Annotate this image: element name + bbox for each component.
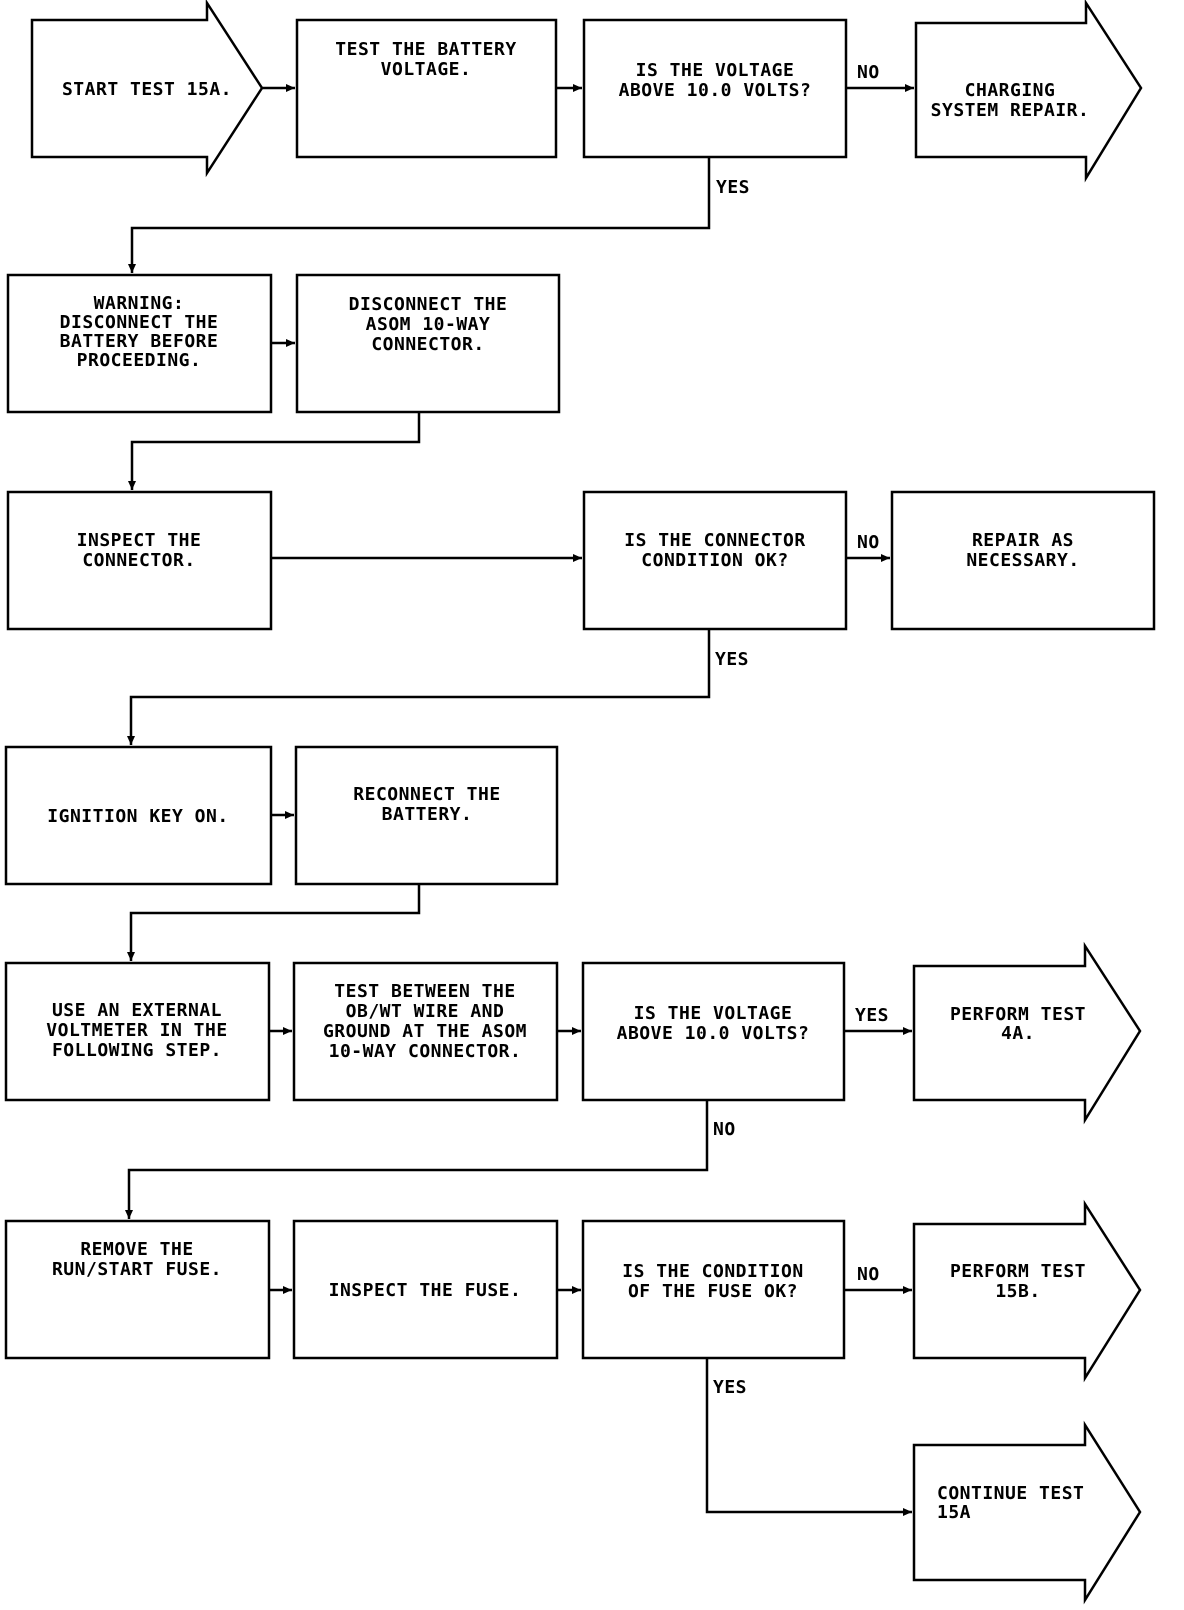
perform-4a-node: PERFORM TEST 4A. <box>912 941 1142 1125</box>
connector-reconnect-to-voltmeter <box>127 884 421 961</box>
connector-decision-line-1: IS THE CONNECTOR <box>624 530 805 551</box>
reconnect-box: RECONNECT THE BATTERY. <box>294 745 559 886</box>
edge-label-yes-3: YES <box>855 1005 889 1026</box>
fuse-decision-line-1: IS THE CONDITION <box>622 1261 803 1282</box>
test-between-line-4: 10-WAY CONNECTOR. <box>329 1041 522 1062</box>
repair-line-2: NECESSARY. <box>966 550 1079 571</box>
test-battery-line-2: VOLTAGE. <box>381 59 472 80</box>
test-battery-box: TEST THE BATTERY VOLTAGE. <box>295 18 558 159</box>
reconnect-line-2: BATTERY. <box>382 804 473 825</box>
test-battery-line-1: TEST THE BATTERY <box>335 39 516 60</box>
warning-line-3: BATTERY BEFORE <box>60 331 219 352</box>
warning-line-1: WARNING: <box>94 293 185 314</box>
use-voltmeter-line-1: USE AN EXTERNAL <box>52 1000 222 1021</box>
warning-box: WARNING: DISCONNECT THE BATTERY BEFORE P… <box>6 273 273 414</box>
charging-repair-line-2: SYSTEM REPAIR. <box>931 100 1090 121</box>
voltage-decision-1: IS THE VOLTAGE ABOVE 10.0 VOLTS? <box>582 18 848 159</box>
edge-label-no-3: NO <box>713 1119 736 1140</box>
repair-box: REPAIR AS NECESSARY. <box>890 490 1156 631</box>
test-between-line-3: GROUND AT THE ASOM <box>323 1021 527 1042</box>
continue-15a-node: CONTINUE TEST 15A <box>912 1420 1142 1605</box>
perform-15b-node: PERFORM TEST 15B. <box>912 1199 1142 1383</box>
use-voltmeter-box: USE AN EXTERNAL VOLTMETER IN THE FOLLOWI… <box>4 961 271 1102</box>
connector-decision-line-2: CONDITION OK? <box>641 550 788 571</box>
test-between-line-2: OB/WT WIRE AND <box>346 1001 505 1022</box>
start-node-line-1: START TEST 15A. <box>62 79 232 100</box>
inspect-fuse-line-1: INSPECT THE FUSE. <box>329 1280 522 1301</box>
fuse-decision-line-2: OF THE FUSE OK? <box>628 1281 798 1302</box>
voltage-decision-2: IS THE VOLTAGE ABOVE 10.0 VOLTS? <box>581 961 846 1102</box>
edge-label-yes-2: YES <box>715 649 749 670</box>
inspect-connector-box: INSPECT THE CONNECTOR. <box>6 490 273 631</box>
continue-15a-line-2: 15A <box>937 1502 971 1523</box>
voltage-decision-2-line-1: IS THE VOLTAGE <box>634 1003 793 1024</box>
connector-decision-no-to-remove-fuse <box>125 1100 709 1219</box>
charging-repair-line-1: CHARGING <box>965 80 1056 101</box>
connector-decision: IS THE CONNECTOR CONDITION OK? <box>582 490 848 631</box>
connector-decision-yes-to-ignition <box>127 629 711 745</box>
connector-decision-yes-to-warning <box>128 157 711 273</box>
warning-line-4: PROCEEDING. <box>77 350 202 371</box>
ignition-line-1: IGNITION KEY ON. <box>47 806 228 827</box>
edge-label-no-1: NO <box>857 62 880 83</box>
inspect-connector-line-2: CONNECTOR. <box>82 550 195 571</box>
fuse-decision: IS THE CONDITION OF THE FUSE OK? <box>581 1219 846 1360</box>
disconnect-asom-box: DISCONNECT THE ASOM 10-WAY CONNECTOR. <box>295 273 561 414</box>
perform-4a-line-1: PERFORM TEST <box>950 1004 1086 1025</box>
remove-fuse-line-1: REMOVE THE <box>80 1239 193 1260</box>
connector-fuse-decision-yes-to-continue <box>705 1358 912 1516</box>
disconnect-asom-line-3: CONNECTOR. <box>371 334 484 355</box>
edge-label-yes-4: YES <box>713 1377 747 1398</box>
perform-15b-line-1: PERFORM TEST <box>950 1261 1086 1282</box>
edge-label-yes-1: YES <box>716 177 750 198</box>
charging-repair-node: CHARGING SYSTEM REPAIR. <box>914 0 1143 183</box>
inspect-fuse-box: INSPECT THE FUSE. <box>292 1219 559 1360</box>
voltage-decision-1-line-1: IS THE VOLTAGE <box>636 60 795 81</box>
test-between-box: TEST BETWEEN THE OB/WT WIRE AND GROUND A… <box>292 961 559 1102</box>
use-voltmeter-line-3: FOLLOWING STEP. <box>52 1040 222 1061</box>
reconnect-line-1: RECONNECT THE <box>353 784 500 805</box>
edge-label-no-2: NO <box>857 532 880 553</box>
connector-disconnect-to-inspect <box>128 412 421 490</box>
voltage-decision-1-line-2: ABOVE 10.0 VOLTS? <box>619 80 812 101</box>
warning-line-2: DISCONNECT THE <box>60 312 219 333</box>
ignition-box: IGNITION KEY ON. <box>4 745 273 886</box>
disconnect-asom-line-2: ASOM 10-WAY <box>366 314 491 335</box>
start-node: START TEST 15A. <box>30 0 264 178</box>
continue-15a-line-1: CONTINUE TEST <box>937 1483 1084 1504</box>
test-between-line-1: TEST BETWEEN THE <box>334 981 515 1002</box>
disconnect-asom-line-1: DISCONNECT THE <box>349 294 508 315</box>
perform-4a-line-2: 4A. <box>1001 1023 1035 1044</box>
repair-line-1: REPAIR AS <box>972 530 1074 551</box>
edge-label-no-4: NO <box>857 1264 880 1285</box>
inspect-connector-line-1: INSPECT THE <box>77 530 202 551</box>
remove-fuse-box: REMOVE THE RUN/START FUSE. <box>4 1219 271 1360</box>
use-voltmeter-line-2: VOLTMETER IN THE <box>46 1020 227 1041</box>
perform-15b-line-2: 15B. <box>995 1281 1040 1302</box>
remove-fuse-line-2: RUN/START FUSE. <box>52 1259 222 1280</box>
voltage-decision-2-line-2: ABOVE 10.0 VOLTS? <box>617 1023 810 1044</box>
